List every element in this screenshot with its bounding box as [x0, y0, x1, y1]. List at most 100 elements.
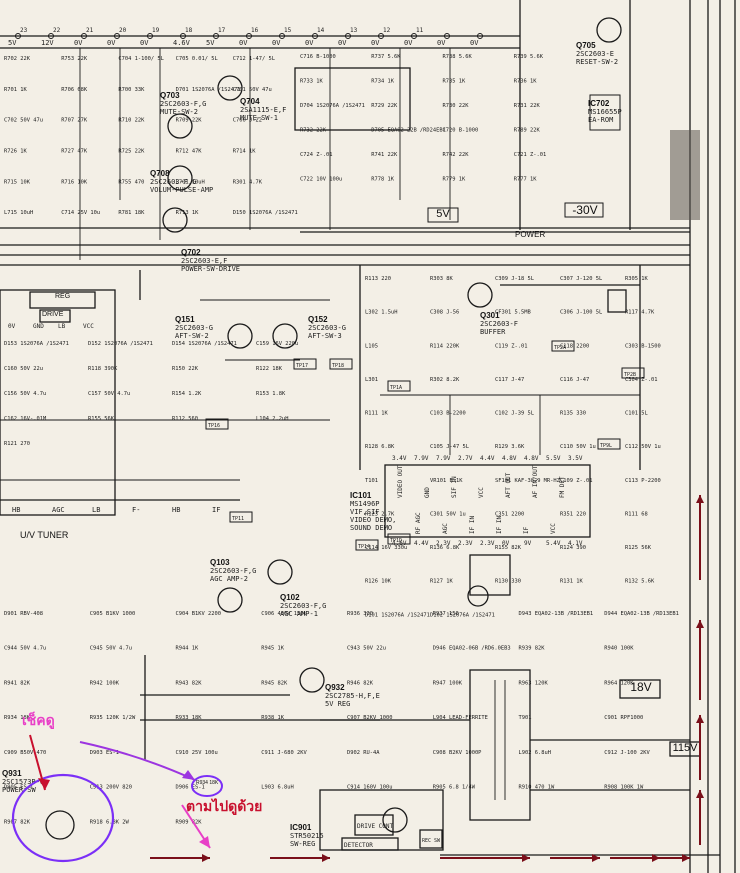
component-label: C160 50V 22u	[4, 366, 43, 372]
bus-voltage: 0V	[140, 39, 149, 47]
transistor-desc: RESET-SW-2	[576, 58, 618, 66]
ic101-volt-bottom: 2.3V	[458, 540, 473, 547]
check-arrow-r934	[79, 741, 196, 781]
component-label: C301 50V 1u	[430, 511, 466, 517]
component-label: L701 10uH	[176, 179, 205, 185]
component-label: D902 RU-4A	[347, 750, 380, 756]
transistor-ref: Q102	[280, 593, 300, 602]
pin-number: 21	[86, 27, 94, 34]
bus-voltage: 0V	[239, 39, 248, 47]
tuner-pin: IF	[212, 506, 220, 514]
ic901-ref: IC901	[290, 823, 312, 832]
ic101-desc3: SOUND DEMO	[350, 524, 392, 532]
pin-number: 14	[317, 27, 325, 34]
component-label: R963 120K	[519, 680, 549, 686]
component-label: R736 1K	[514, 79, 537, 85]
transistor-desc: 5V REG	[325, 700, 350, 708]
ic101-volt-top: 4.8V	[524, 455, 539, 462]
component-label: C114 16V 330u	[365, 545, 407, 551]
component-label: R753 22K	[61, 56, 88, 62]
bus-pin	[312, 33, 318, 39]
component-label: R112 560	[172, 416, 198, 422]
transistor-desc: POWER-SW-DRIVE	[181, 265, 240, 273]
component-label: L904 LEAD-FERRITE	[433, 715, 488, 721]
transistor-type: 2SC1573B-Q	[2, 778, 44, 786]
ic702-ref: IC702	[588, 99, 610, 108]
component-label: R778 1K	[371, 177, 394, 183]
component-label: R129 3.6K	[495, 444, 525, 450]
test-point: TP14	[358, 544, 370, 550]
bus-pin	[213, 33, 219, 39]
test-point-box	[229, 511, 253, 523]
bus-pin	[444, 33, 450, 39]
tuner-reg-label: REG	[55, 293, 71, 300]
tuner-pin: AGC	[52, 506, 65, 514]
component-label: C103 B-2200	[430, 411, 466, 417]
transistor-desc: MUTE-SW-1	[240, 114, 278, 122]
pin-number: 20	[119, 27, 127, 34]
component-label: C701 50V 47u	[233, 87, 272, 93]
transistor-type: 2SC2603-F,G	[150, 178, 196, 186]
transistor-desc: AFT-SW-2	[175, 332, 209, 340]
component-label: C156 50V 4.7u	[4, 391, 46, 397]
test-point: TP17	[296, 363, 308, 369]
component-label: D153 1S2076A /1S2471	[4, 341, 69, 347]
transistor-type: 2SA1115-E,F	[240, 106, 286, 114]
r934-tag: R934 18K	[196, 780, 219, 786]
component-label: R908 100K 1W	[604, 785, 644, 791]
current-arrow-head	[522, 854, 530, 862]
transistor-ref: Q932	[325, 683, 345, 692]
ic901-detector: DETECTOR	[344, 842, 373, 849]
ic101-volt-bottom: 5.4V	[546, 540, 561, 547]
component-label: T901	[519, 715, 532, 721]
power-5v-label: 5V	[436, 208, 450, 220]
component-label: R155 82K	[495, 545, 522, 551]
component-label: R734 1K	[371, 79, 394, 85]
pin-number: 23	[20, 27, 28, 34]
transistor-ref: Q702	[181, 248, 201, 257]
ic101-volt-top: 7.9V	[436, 455, 451, 462]
bus-pin	[477, 33, 483, 39]
component-label: R702 22K	[4, 56, 31, 62]
component-label: D101 1S2076A /1S2471	[365, 612, 430, 618]
component-label: R789 22K	[514, 128, 541, 134]
pin-number: 11	[416, 27, 424, 34]
component-label: R943 82K	[176, 680, 203, 686]
test-point: TP2A	[554, 345, 566, 351]
component-label: D903 ES-1	[90, 750, 119, 756]
test-point: TP9L	[600, 443, 612, 449]
tuner-section	[0, 289, 330, 516]
component-label: R125 56K	[625, 545, 652, 551]
component-label: L903 6.8uH	[261, 785, 293, 791]
transistor-desc: AGC AMP-2	[210, 575, 248, 583]
component-label: R154 1.2K	[172, 391, 202, 397]
annotation-check-label: เช็คดู	[22, 713, 55, 729]
transistor-type: 2SC2603-G	[308, 324, 346, 332]
component-label: R933 18K	[176, 715, 203, 721]
test-point: TP18	[332, 363, 344, 369]
bus-voltage: 0V	[470, 39, 479, 47]
test-point-box	[329, 358, 353, 370]
transistor-ref: Q705	[576, 41, 596, 50]
component-label: D944 EQA02-13B /RD13EB1	[604, 611, 679, 617]
component-label: R123 2.7K	[365, 511, 395, 517]
ic101-volt-top: 5.5V	[546, 455, 561, 462]
component-label: C910 25V 100u	[176, 750, 218, 756]
component-label: C309 J-18 5L	[495, 276, 534, 282]
component-label: C720 B-1000	[443, 128, 479, 134]
psu-section	[45, 655, 720, 856]
component-label: C907 B2KV 1000	[347, 715, 392, 721]
transistor-ref: Q152	[308, 315, 328, 324]
component-label: D906 ES-1	[176, 785, 205, 791]
tuner-drive-label: DRIVE	[42, 311, 64, 318]
test-point-box	[293, 358, 317, 370]
pin-number: 12	[383, 27, 391, 34]
component-label: R729 22K	[371, 103, 398, 109]
rf-section	[359, 265, 641, 470]
component-label: L715 10uH	[4, 210, 33, 216]
test-point: TP1D	[390, 538, 402, 544]
right-frame	[519, 0, 736, 873]
agc-section	[217, 554, 511, 613]
